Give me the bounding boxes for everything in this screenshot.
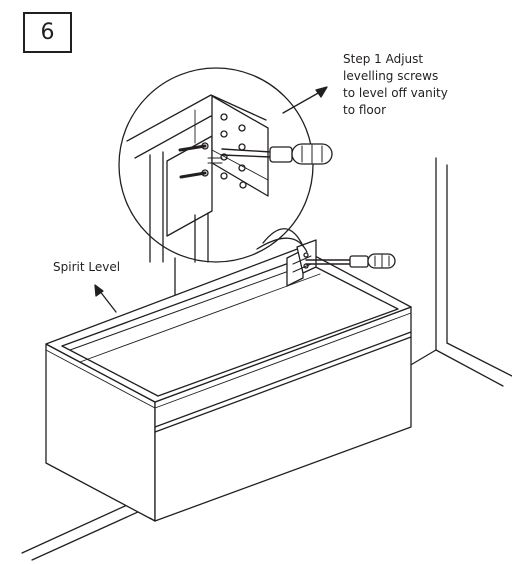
step-number: 6 — [40, 19, 55, 45]
vanity-cabinet — [45, 247, 412, 522]
arrow-icon — [282, 86, 328, 114]
callout-line: to level off vanity — [343, 86, 448, 100]
arrow-icon — [94, 284, 117, 313]
screwdriver-icon — [305, 253, 396, 269]
corner-bracket — [286, 239, 317, 287]
spirit-level-label: Spirit Level — [53, 260, 121, 274]
callout-line: levelling screws — [343, 69, 439, 83]
step-callout-text: Step 1 Adjust levelling screws to level … — [343, 51, 503, 119]
callout-line: Step 1 Adjust — [343, 52, 424, 66]
callout-line: to floor — [343, 103, 387, 117]
screwdriver-icon — [221, 143, 333, 165]
step-number-box: 6 — [23, 12, 72, 53]
magnified-detail — [118, 67, 314, 263]
